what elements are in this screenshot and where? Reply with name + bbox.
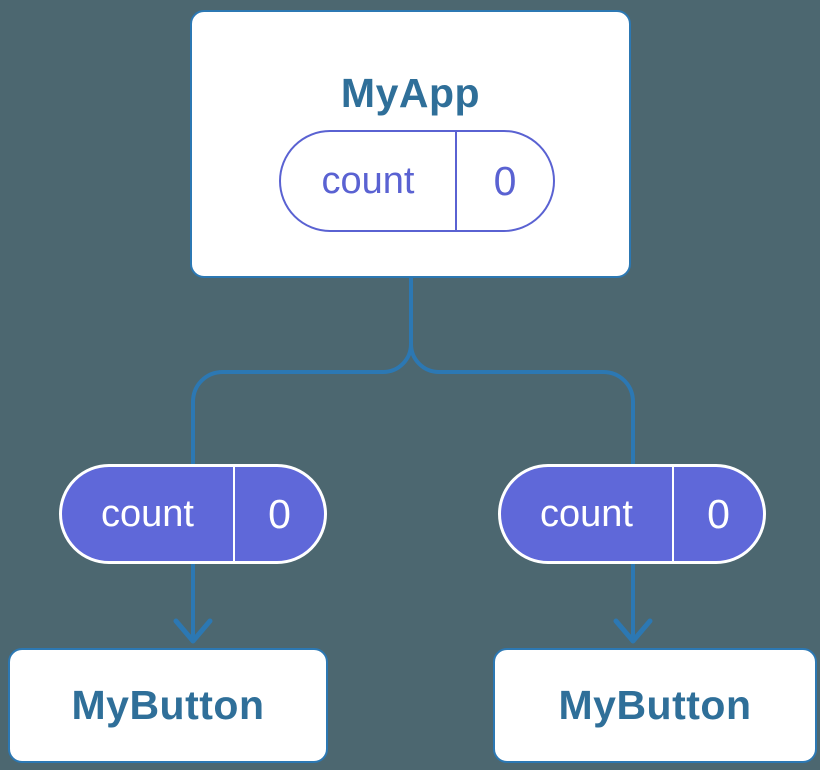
state-pill: count 0 [279, 130, 555, 232]
pill-divider [233, 467, 235, 561]
prop-pill-right: count 0 [498, 464, 766, 564]
component-title: MyApp [340, 70, 481, 116]
prop-pill-label: count [540, 492, 633, 535]
mybutton-component-card-left: MyButton [8, 648, 328, 763]
state-pill-value: 0 [493, 157, 517, 204]
state-pill-label: count [321, 159, 415, 202]
right-branch-line [409, 342, 635, 642]
prop-pill-value: 0 [268, 490, 291, 537]
prop-pill-left: count 0 [59, 464, 327, 564]
component-title: MyButton [71, 682, 265, 728]
component-title: MyButton [558, 682, 752, 728]
mybutton-component-card-right: MyButton [493, 648, 817, 763]
prop-pill-label: count [101, 492, 194, 535]
myapp-component-card: MyApp count 0 [190, 10, 631, 278]
arrow-down-icon [173, 618, 213, 644]
prop-pill-value: 0 [707, 490, 730, 537]
pill-divider [672, 467, 674, 561]
pill-divider [455, 132, 457, 230]
left-branch-line [191, 342, 413, 642]
arrow-down-icon [613, 618, 653, 644]
